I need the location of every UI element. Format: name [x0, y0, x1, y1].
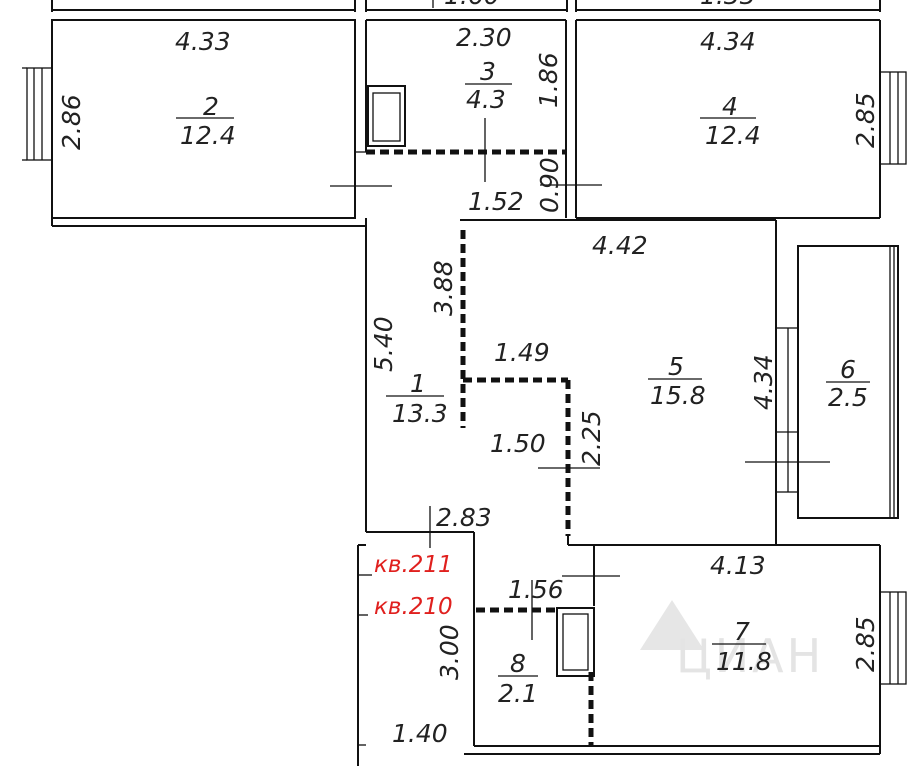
apartment-label-211: кв.211	[374, 552, 453, 578]
segment-149: 1.49	[494, 338, 550, 367]
room-8-width: 1.56	[508, 575, 564, 604]
room-6-area: 2.5	[828, 383, 868, 412]
room-6-number: 6	[840, 355, 856, 384]
room-7-height: 2.85	[851, 616, 880, 672]
room-3-width: 2.30	[456, 23, 512, 52]
corridor: кв.211 кв.210 1.40	[357, 544, 453, 766]
room-4-height: 2.85	[851, 92, 880, 148]
room-2-number: 2	[203, 92, 219, 121]
room-5-area: 15.8	[650, 381, 706, 410]
room-6: 6 2.5	[797, 245, 899, 519]
room-1-number: 1	[410, 369, 426, 398]
room-5: 4.42 4.34 5 15.8	[568, 220, 880, 546]
segment-150: 1.50	[490, 429, 546, 458]
apartment-label-210: кв.210	[374, 594, 453, 620]
room-7-number: 7	[734, 617, 750, 646]
cian-watermark: ЦИАН	[640, 600, 824, 683]
top-cut-label-1: 1.60	[444, 0, 500, 10]
segment-225: 2.25	[577, 410, 606, 466]
room-5-number: 5	[668, 352, 684, 381]
cian-logo-icon	[640, 600, 704, 650]
room-2-width: 4.33	[175, 27, 231, 56]
door-width-090: 0.90	[535, 157, 564, 213]
room-2: 4.33 2.86 2 12.4	[22, 19, 392, 227]
bathtub-icon	[556, 607, 595, 677]
room-7: 4.13 2.85 7 11.8	[464, 545, 907, 755]
room-7-width: 4.13	[710, 551, 766, 580]
room-8: 1.56 3.00 8 2.1	[435, 545, 595, 746]
room-7-area: 11.8	[716, 647, 772, 676]
top-cut-rooms: 1.60 1.33	[51, 0, 881, 12]
room-2-area: 12.4	[180, 121, 236, 150]
watermark-text: ЦИАН	[676, 629, 824, 683]
washbasin-icon	[367, 85, 406, 147]
room-4-area: 12.4	[705, 121, 761, 150]
room-5-height: 4.34	[749, 354, 778, 410]
room-4-width: 4.34	[700, 27, 756, 56]
room-4-number: 4	[722, 92, 738, 121]
room-3-number: 3	[480, 57, 496, 86]
room-4: 4.34 2.85 4 12.4	[575, 19, 907, 219]
room-8-number: 8	[510, 649, 526, 678]
door-width-152: 1.52	[468, 187, 524, 216]
segment-283: 2.83	[436, 503, 492, 532]
room-8-area: 2.1	[498, 679, 538, 708]
room-1-area: 13.3	[392, 399, 448, 428]
room-8-height: 3.00	[435, 624, 464, 680]
room-1: 5.40 3.88 1.49 1.50 2.25 2.83 1 13.3	[365, 218, 776, 548]
room-3-height: 1.86	[534, 52, 563, 108]
room-3: 2.30 1.86 3 4.3 1.52 0.90	[365, 19, 602, 218]
corridor-width: 1.40	[392, 719, 448, 748]
wall-length-388: 3.88	[429, 260, 458, 316]
room-5-width: 4.42	[592, 231, 648, 260]
hall-length: 5.40	[369, 316, 398, 372]
room-3-area: 4.3	[466, 85, 506, 114]
top-cut-label-2: 1.33	[700, 0, 756, 10]
room-2-height: 2.86	[57, 94, 86, 150]
